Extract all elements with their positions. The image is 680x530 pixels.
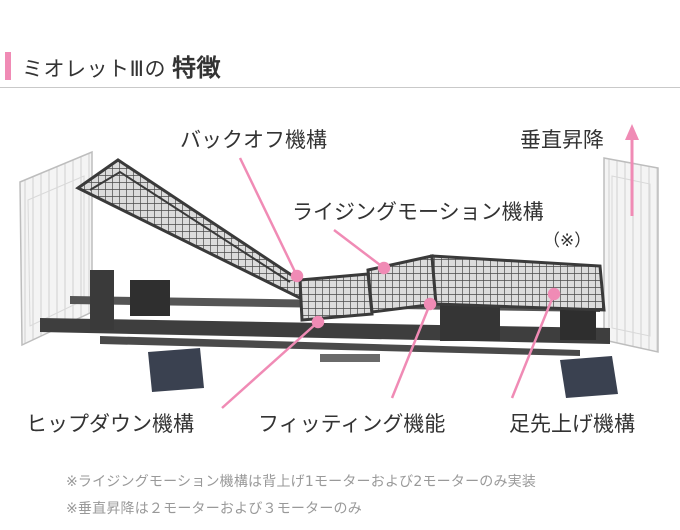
up-arrow-icon	[625, 124, 639, 216]
label-hip-down: ヒップダウン機構	[26, 412, 194, 436]
page-title: ミオレットⅢの特徴	[22, 48, 221, 83]
heading-divider	[0, 87, 680, 88]
label-back-off: バックオフ機構	[180, 128, 327, 152]
section-heading: ミオレットⅢの特徴	[0, 44, 680, 90]
foot-board	[603, 157, 659, 353]
label-rising-motion: ライジングモーション機構	[292, 200, 544, 224]
footnote-vertical-lift: ※垂直昇降は２モーターおよび３モーターのみ	[66, 501, 362, 517]
heading-accent-bar	[5, 52, 11, 80]
head-board	[19, 150, 93, 347]
callout-lines	[221, 157, 561, 409]
title-emphasis: 特徴	[171, 54, 221, 82]
label-fitting: フィッティング機能	[258, 412, 446, 436]
footnote-rising-motion: ※ライジングモーション機構は背上げ1モーターおよび2モーターのみ実装	[66, 474, 537, 490]
label-foot-up: 足先上げ機構	[509, 412, 635, 436]
label-vertical-lift: 垂直昇降	[520, 128, 604, 152]
label-rising-motion-mark: （※）	[543, 231, 592, 251]
hip-section	[298, 272, 374, 322]
title-prefix: ミオレットⅢの	[22, 57, 166, 81]
leg-section	[366, 254, 606, 314]
